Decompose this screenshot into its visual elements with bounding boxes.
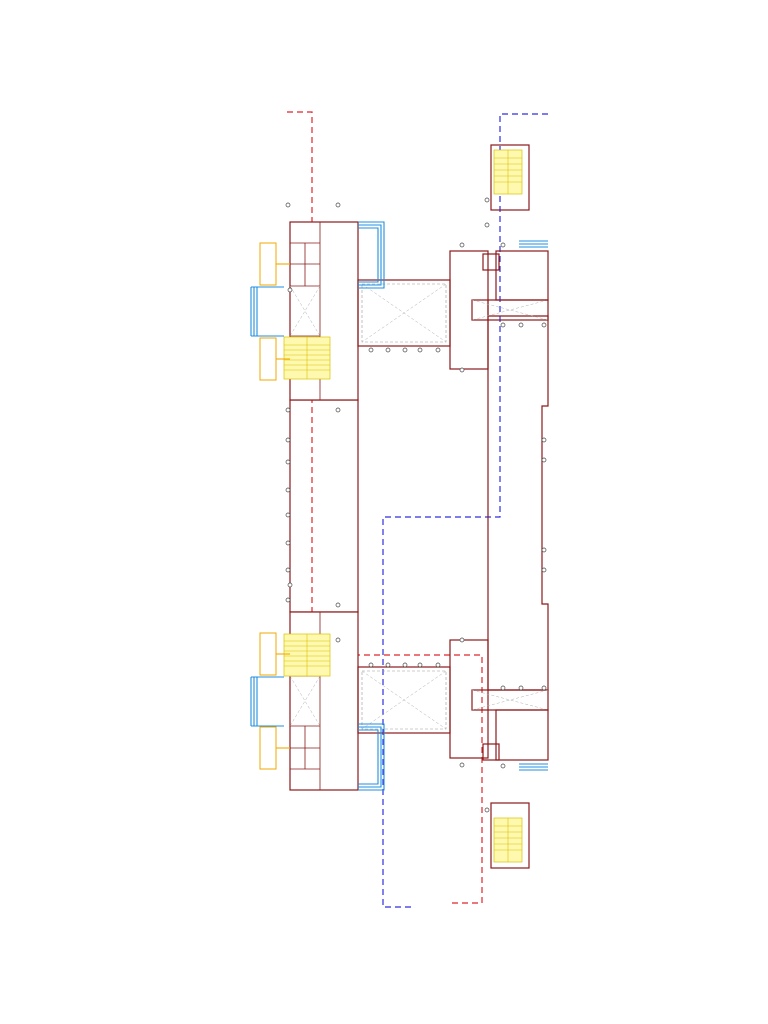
- column-marker: [335, 202, 341, 208]
- column-marker: [484, 197, 490, 203]
- column-marker: [459, 637, 465, 643]
- column-marker: [285, 407, 291, 413]
- column-marker: [285, 567, 291, 573]
- column-marker: [541, 457, 547, 463]
- column-marker: [285, 437, 291, 443]
- column-marker: [335, 407, 341, 413]
- column-marker: [287, 582, 293, 588]
- column-marker: [335, 637, 341, 643]
- column-marker: [459, 242, 465, 248]
- column-marker: [417, 347, 423, 353]
- site-boundary-blue-top: [382, 113, 548, 908]
- column-marker: [541, 547, 547, 553]
- column-marker: [541, 567, 547, 573]
- column-marker: [417, 662, 423, 668]
- column-marker: [335, 602, 341, 608]
- bottom-right-stair-tower: [490, 802, 530, 869]
- right-wing: [471, 250, 549, 761]
- column-marker: [285, 202, 291, 208]
- column-marker: [500, 763, 506, 769]
- column-marker: [541, 322, 547, 328]
- central-corridor: [289, 399, 359, 613]
- column-marker: [435, 347, 441, 353]
- water-tanks: [250, 221, 548, 791]
- column-marker: [484, 807, 490, 813]
- site-boundary-red-top: [287, 111, 483, 904]
- lower-staircase: [283, 633, 331, 677]
- column-marker: [385, 662, 391, 668]
- top-right-stair-tower: [490, 144, 530, 211]
- column-marker: [385, 347, 391, 353]
- column-marker: [285, 512, 291, 518]
- column-marker: [500, 242, 506, 248]
- column-marker: [459, 762, 465, 768]
- column-marker: [287, 287, 293, 293]
- column-marker: [500, 322, 506, 328]
- orange-parking-boxes: [259, 242, 290, 770]
- column-marker: [518, 685, 524, 691]
- column-marker: [402, 347, 408, 353]
- column-marker: [435, 662, 441, 668]
- upper-staircase: [283, 336, 331, 380]
- column-marker: [484, 222, 490, 228]
- column-marker: [285, 487, 291, 493]
- column-marker: [285, 540, 291, 546]
- column-marker: [285, 459, 291, 465]
- structural-columns: [285, 197, 547, 813]
- column-marker: [402, 662, 408, 668]
- column-marker: [541, 437, 547, 443]
- column-marker: [459, 367, 465, 373]
- column-marker: [368, 662, 374, 668]
- column-marker: [285, 597, 291, 603]
- column-marker: [518, 322, 524, 328]
- column-marker: [500, 685, 506, 691]
- column-marker: [368, 347, 374, 353]
- column-marker: [541, 685, 547, 691]
